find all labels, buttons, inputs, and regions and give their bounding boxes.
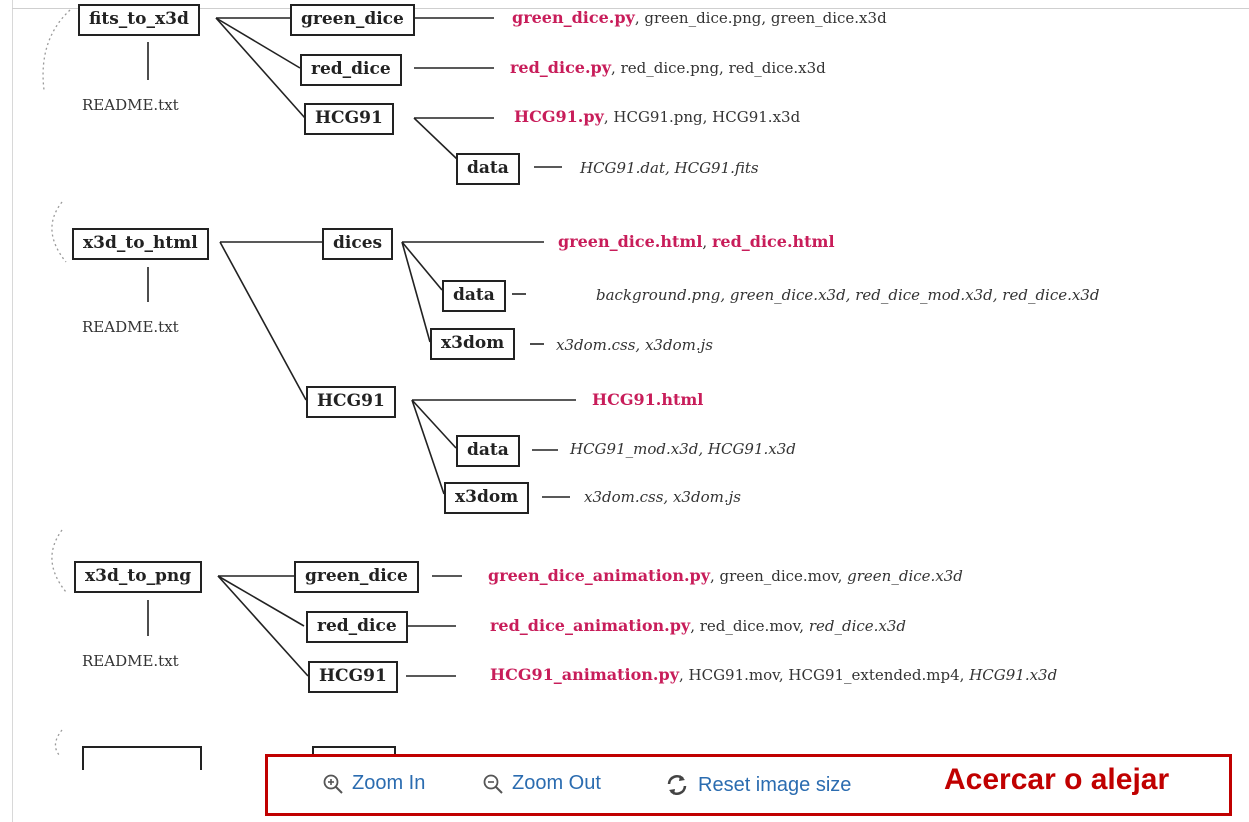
zoom-out-label: Zoom Out: [512, 772, 601, 794]
folder-green-dice: green_dice: [290, 4, 415, 36]
file-name: , red_dice.mov,: [690, 617, 809, 635]
file-name: HCG91.x3d: [969, 666, 1058, 684]
zoom-hint-label: Acercar o alejar: [944, 763, 1170, 796]
file-list: x3dom.css, x3dom.js: [556, 336, 713, 354]
readme-file: README.txt: [82, 96, 179, 114]
folder-x3d-to-png: x3d_to_png: [74, 561, 203, 593]
zoom-toolbar: Zoom In Zoom Out Reset image size Acerca…: [265, 754, 1232, 816]
reset-icon: [667, 775, 687, 795]
folder-green-dice: green_dice: [294, 561, 419, 593]
file-name: green_dice_animation.py: [488, 566, 710, 585]
file-list: HCG91.dat, HCG91.fits: [580, 159, 759, 177]
file-name: HCG91.py: [514, 107, 604, 126]
file-list: HCG91.py, HCG91.png, HCG91.x3d: [514, 107, 800, 126]
folder-fits-to-x3d: fits_to_x3d: [78, 4, 200, 36]
folder-hcg91: HCG91: [304, 103, 394, 135]
folder-data: data: [442, 280, 506, 312]
folder-data: data: [456, 153, 520, 185]
zoom-in-label: Zoom In: [352, 772, 426, 794]
file-name: HCG91_animation.py: [490, 665, 679, 684]
file-list: background.png, green_dice.x3d, red_dice…: [596, 286, 1100, 304]
file-name: red_dice.x3d: [808, 617, 907, 635]
file-name: x3dom.css, x3dom.js: [556, 336, 713, 354]
viewer-top-border: [12, 8, 1249, 9]
file-list: HCG91_mod.x3d, HCG91.x3d: [570, 440, 796, 458]
folder-x3d-to-html: x3d_to_html: [72, 228, 209, 260]
file-name: ,: [702, 233, 712, 251]
file-list: HCG91_animation.py, HCG91.mov, HCG91_ext…: [490, 665, 1057, 684]
readme-file: README.txt: [82, 318, 179, 336]
file-name: , green_dice.png, green_dice.x3d: [634, 9, 887, 27]
zoom-in-button[interactable]: Zoom In: [322, 772, 425, 795]
zoom-out-icon: [483, 774, 503, 794]
folder-partial: [82, 746, 202, 770]
file-name: red_dice.html: [711, 232, 835, 251]
file-name: , red_dice.png, red_dice.x3d: [611, 59, 826, 77]
folder-hcg91: HCG91: [308, 661, 398, 693]
file-list: x3dom.css, x3dom.js: [584, 488, 741, 506]
readme-file: README.txt: [82, 652, 179, 670]
file-name: green_dice.x3d: [847, 567, 963, 585]
zoom-in-icon: [323, 774, 343, 794]
file-name: HCG91.html: [592, 390, 704, 409]
file-name: , HCG91.mov, HCG91_extended.mp4,: [678, 666, 970, 684]
folder-x3dom: x3dom: [430, 328, 516, 360]
file-name: , HCG91.png, HCG91.x3d: [603, 108, 801, 126]
file-list: green_dice.html, red_dice.html: [558, 232, 835, 251]
folder-x3dom: x3dom: [444, 482, 530, 514]
file-name: background.png, green_dice.x3d, red_dice…: [596, 286, 1100, 304]
reset-size-button[interactable]: Reset image size: [664, 772, 851, 798]
zoom-out-button[interactable]: Zoom Out: [482, 772, 601, 795]
file-name: green_dice.html: [558, 232, 703, 251]
file-name: red_dice_animation.py: [490, 616, 691, 635]
folder-hcg91: HCG91: [306, 386, 396, 418]
folder-data: data: [456, 435, 520, 467]
viewer-left-border: [12, 0, 13, 822]
folder-red-dice: red_dice: [306, 611, 408, 643]
file-name: HCG91_mod.x3d, HCG91.x3d: [570, 440, 796, 458]
file-name: x3dom.css, x3dom.js: [584, 488, 741, 506]
file-list: green_dice.py, green_dice.png, green_dic…: [512, 8, 887, 27]
file-name: green_dice.py: [512, 8, 635, 27]
file-list: HCG91.html: [592, 390, 703, 409]
folder-red-dice: red_dice: [300, 54, 402, 86]
file-name: , green_dice.mov,: [710, 567, 848, 585]
file-list: green_dice_animation.py, green_dice.mov,…: [488, 566, 963, 585]
file-name: red_dice.py: [510, 58, 612, 77]
file-name: HCG91.dat, HCG91.fits: [580, 159, 759, 177]
folder-dices: dices: [322, 228, 394, 260]
reset-size-label: Reset image size: [698, 773, 852, 796]
file-list: red_dice_animation.py, red_dice.mov, red…: [490, 616, 906, 635]
file-list: red_dice.py, red_dice.png, red_dice.x3d: [510, 58, 826, 77]
